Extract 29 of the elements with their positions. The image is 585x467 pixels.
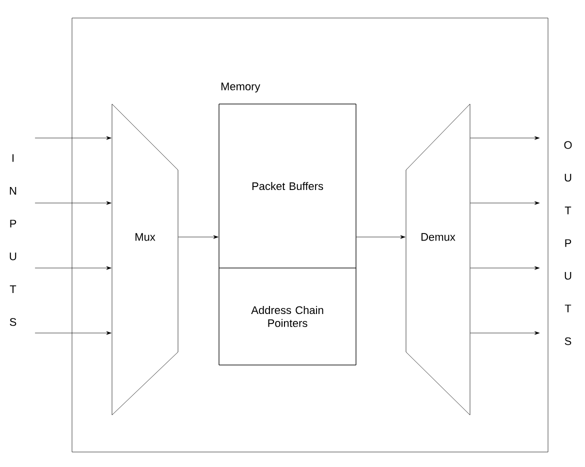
arrow: [34, 331, 112, 335]
letter-label: O: [564, 141, 572, 149]
arrow: [470, 201, 540, 205]
arrow: [356, 235, 406, 239]
process-box: [72, 18, 548, 452]
letter-label: T: [564, 206, 572, 214]
letter-label: S: [10, 318, 16, 326]
arrow: [470, 266, 540, 270]
arrow: [34, 266, 112, 270]
letter-label: I: [12, 154, 14, 162]
letter-label: T: [564, 304, 572, 312]
letter-label: T: [10, 285, 16, 293]
process-box: Address Chain Pointers: [218, 268, 356, 366]
arrow: [470, 331, 540, 335]
node-label: Memory: [221, 82, 260, 92]
arrow: [470, 136, 540, 140]
arrow: [34, 136, 112, 140]
letter-label: U: [564, 174, 572, 182]
arrow: [178, 235, 218, 239]
letter-label: S: [564, 337, 572, 346]
multiplexer-trapezoid: Mux: [112, 104, 178, 416]
process-box: Packet Buffers: [218, 104, 356, 268]
letter-label: U: [564, 272, 572, 280]
letter-label: U: [10, 252, 16, 260]
demultiplexer-trapezoid: Demux: [406, 104, 470, 416]
letter-label: P: [565, 239, 572, 247]
arrow: [34, 201, 112, 205]
letter-label: N: [10, 187, 16, 195]
letter-label: P: [10, 220, 16, 228]
